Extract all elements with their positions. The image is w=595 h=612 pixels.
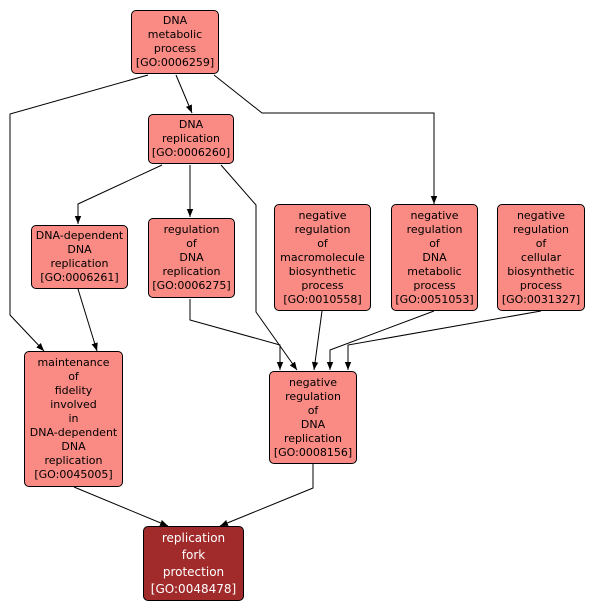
node-label-line: of bbox=[317, 236, 328, 250]
node-label-line: of bbox=[307, 403, 319, 417]
edge-0006260-to-0006261 bbox=[74, 164, 163, 224]
node-label-line: regulation bbox=[513, 222, 569, 236]
node-dna-replication[interactable]: DNA replication [GO:0006260] bbox=[148, 114, 234, 164]
node-go-id: [GO:0006260] bbox=[151, 146, 231, 159]
node-label-line: replication bbox=[161, 132, 220, 145]
node-label-line: biosynthetic bbox=[288, 264, 357, 278]
node-label-line: fidelity bbox=[54, 384, 93, 397]
node-label-line: involved bbox=[50, 398, 97, 411]
node-go-id: [GO:0006261] bbox=[40, 271, 119, 284]
node-replication-fork-protection[interactable]: replication fork protection [GO:0048478] bbox=[143, 526, 244, 601]
node-label-line: DNA bbox=[61, 440, 86, 453]
node-label-line: replication bbox=[162, 265, 221, 278]
node-go-id: [GO:0008156] bbox=[273, 445, 353, 459]
node-label-line: DNA bbox=[162, 14, 188, 27]
node-negative-regulation-of-macromolecule-biosynthetic-process[interactable]: negative regulation of macromolecule bio… bbox=[274, 204, 371, 311]
node-go-id: [GO:0045005] bbox=[34, 468, 113, 481]
node-label-line: of bbox=[535, 236, 547, 250]
edge-0006275-to-0008156 bbox=[189, 299, 284, 370]
node-label-line: DNA bbox=[67, 243, 92, 256]
node-label-line: replication bbox=[161, 530, 226, 545]
node-label-line: negative bbox=[288, 375, 338, 389]
node-label-line: negative bbox=[410, 208, 459, 222]
node-label-line: biosynthetic bbox=[507, 264, 575, 278]
edge-0031327-to-0008156 bbox=[344, 310, 542, 370]
node-label-line: process bbox=[519, 278, 563, 292]
edge-0006259-to-0045005 bbox=[9, 74, 149, 352]
node-label-line: regulation bbox=[294, 222, 351, 236]
node-regulation-of-dna-replication[interactable]: regulation of DNA replication [GO:000627… bbox=[148, 218, 235, 298]
node-label-line: DNA bbox=[300, 417, 326, 431]
edge-0006260-to-0008156 bbox=[220, 164, 298, 371]
node-label-line: replication bbox=[283, 431, 342, 445]
node-label-line: fork bbox=[181, 547, 206, 562]
node-label-line: process bbox=[153, 42, 197, 55]
node-label-line: cellular bbox=[520, 250, 562, 264]
node-label-line: metabolic bbox=[147, 28, 203, 41]
node-label-line: DNA bbox=[178, 118, 204, 131]
edge-0051053-to-0008156 bbox=[326, 310, 435, 370]
node-label-line: DNA bbox=[179, 251, 204, 264]
node-label-line: of bbox=[429, 236, 440, 250]
node-label-line: metabolic bbox=[407, 264, 462, 278]
node-label-line: in bbox=[68, 412, 79, 425]
node-label-line: regulation bbox=[163, 223, 220, 236]
node-label-line: negative bbox=[298, 208, 347, 222]
node-go-id: [GO:0006259] bbox=[135, 56, 215, 69]
node-label-line: DNA-dependent bbox=[29, 426, 118, 439]
node-label-line: of bbox=[68, 370, 79, 383]
node-go-id: [GO:0010558] bbox=[283, 292, 362, 306]
node-label-line: regulation bbox=[285, 389, 341, 403]
node-label-line: negative bbox=[516, 208, 566, 222]
node-dna-metabolic-process[interactable]: DNA metabolic process [GO:0006259] bbox=[131, 10, 219, 74]
node-label-line: macromolecule bbox=[280, 250, 365, 264]
node-label-line: replication bbox=[50, 257, 109, 270]
node-negative-regulation-of-dna-metabolic-process[interactable]: negative regulation of DNA metabolic pro… bbox=[391, 204, 478, 311]
node-negative-regulation-of-dna-replication[interactable]: negative regulation of DNA replication [… bbox=[269, 371, 357, 464]
node-go-id: [GO:0006275] bbox=[152, 279, 231, 292]
node-negative-regulation-of-cellular-biosynthetic-process[interactable]: negative regulation of cellular biosynth… bbox=[497, 204, 585, 311]
node-go-id: [GO:0031327] bbox=[501, 292, 581, 306]
node-label-line: process bbox=[413, 278, 456, 292]
node-label-line: DNA-dependent bbox=[35, 229, 124, 242]
edge-0006259-to-0006260 bbox=[175, 74, 193, 114]
node-dna-dependent-dna-replication[interactable]: DNA-dependent DNA replication [GO:000626… bbox=[31, 225, 128, 289]
node-label-line: replication bbox=[44, 454, 103, 467]
node-go-id: [GO:0048478] bbox=[150, 581, 237, 596]
edge-0008156-to-0048478 bbox=[219, 464, 314, 527]
edge-0010558-to-0008156 bbox=[311, 310, 323, 371]
node-go-id: [GO:0051053] bbox=[395, 292, 474, 306]
node-label-line: regulation bbox=[406, 222, 463, 236]
node-maintenance-of-fidelity[interactable]: maintenance of fidelity involved in DNA-… bbox=[24, 351, 123, 487]
node-label-line: DNA bbox=[422, 250, 447, 264]
edge-0045005-to-0048478 bbox=[73, 486, 169, 527]
node-label-line: maintenance bbox=[37, 356, 110, 369]
edge-0006259-to-0051053 bbox=[213, 74, 438, 204]
edge-0006261-to-0045005 bbox=[77, 288, 98, 352]
node-label-line: of bbox=[186, 237, 197, 250]
node-label-line: process bbox=[301, 278, 344, 292]
node-label-line: protection bbox=[162, 564, 225, 579]
